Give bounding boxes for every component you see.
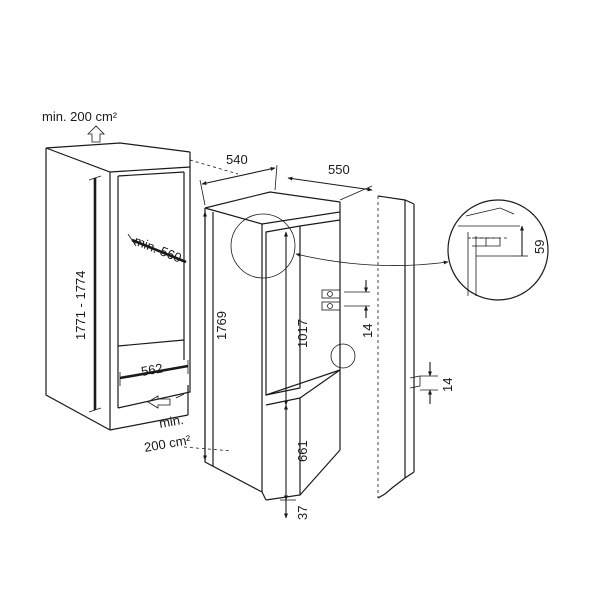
appliance-depth-label: 550: [328, 162, 350, 177]
vent-bottom-label-2: 200 cm²: [143, 432, 193, 455]
hinge-gap-label: 14: [360, 324, 375, 338]
niche-height-label: 1771 - 1774: [73, 271, 88, 340]
base-offset-dimension: [280, 499, 296, 519]
cabinet-niche: [45, 142, 239, 452]
vent-bottom-arrow: [147, 393, 185, 409]
detail-top-gap-label: 59: [532, 240, 547, 254]
side-gap-dimension: [420, 362, 438, 404]
appliance-body: [204, 191, 356, 501]
niche-height-dimension: [88, 175, 102, 413]
detail-magnifier: [447, 199, 549, 301]
niche-width-label: 562: [140, 360, 164, 379]
appliance-width-label: 540: [226, 152, 248, 167]
appliance-width-dimension: [199, 164, 278, 206]
niche-depth-dimension: [127, 233, 187, 264]
door-upper-label: 1017: [295, 319, 310, 348]
door-lower-label: 661: [295, 440, 310, 462]
vent-top-arrow: [87, 125, 105, 143]
hinge-detail: [321, 280, 370, 318]
base-offset-label: 37: [295, 506, 310, 520]
niche-width-dimension: [119, 360, 189, 386]
vent-top-label: min. 200 cm²: [42, 109, 118, 124]
appliance-depth-dimension: [287, 176, 373, 201]
detail-connector-arrow: [295, 253, 449, 266]
furniture-door-panel: [377, 195, 421, 499]
side-gap-label: 14: [440, 378, 455, 392]
appliance-height-label: 1769: [214, 311, 229, 340]
vent-bottom-label-1: min.: [158, 412, 185, 431]
niche-depth-label: min. 560: [132, 233, 184, 266]
